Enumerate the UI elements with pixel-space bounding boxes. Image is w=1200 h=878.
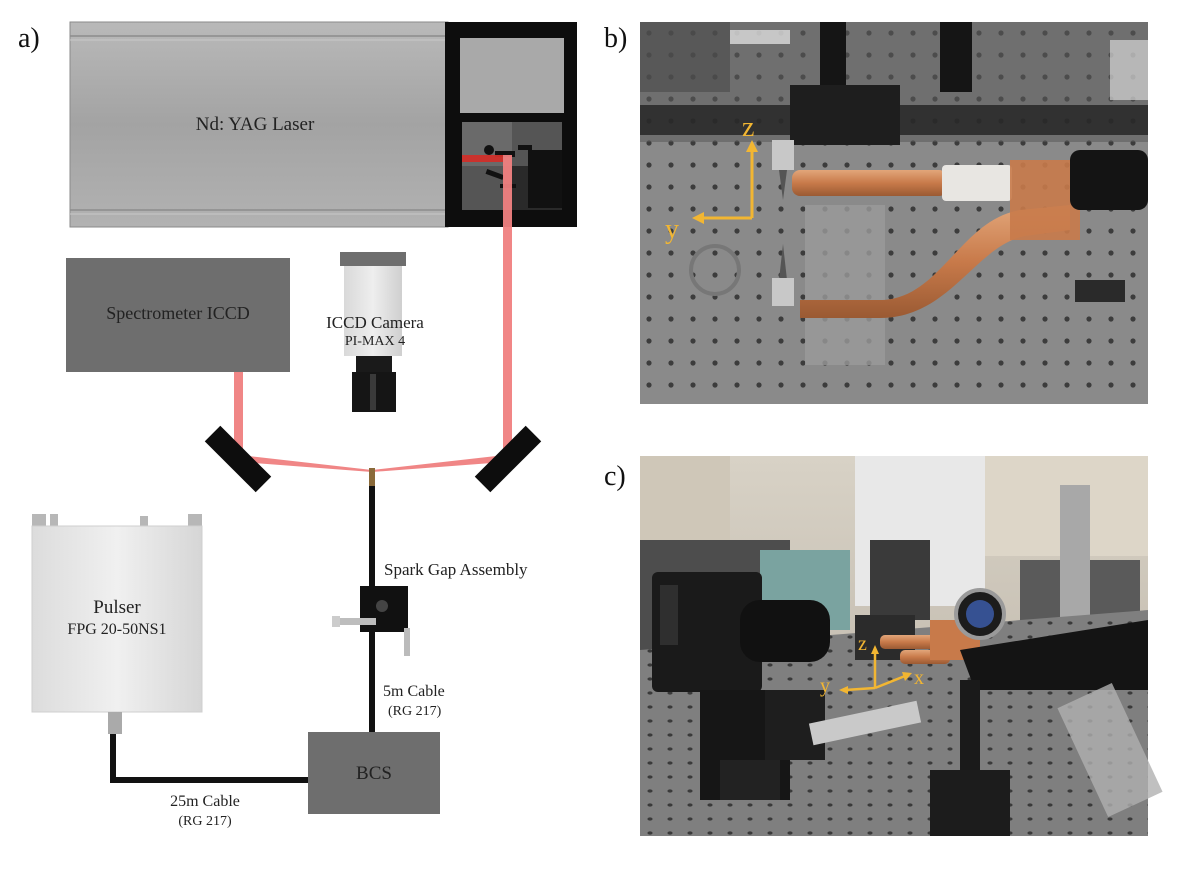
spark-gap-assembly: Spark Gap Assembly: [332, 468, 528, 656]
cable-25m-type: (RG 217): [178, 814, 232, 829]
bcs-label: BCS: [356, 763, 392, 784]
spectrometer-label: Spectrometer ICCD: [106, 303, 249, 323]
camera-model: PI-MAX 4: [345, 334, 405, 349]
photo-c-lab-setup: z y x: [640, 456, 1163, 836]
left-mirror: [204, 425, 272, 493]
cable-5m-label: 5m Cable: [383, 683, 445, 700]
photo-c-axis-x: x: [914, 667, 924, 689]
pulser-model: FPG 20-50NS1: [67, 621, 166, 638]
camera-title: ICCD Camera: [326, 313, 424, 332]
pulser-title: Pulser: [93, 597, 141, 618]
photo-b-spark-gap-top-view: z y: [640, 22, 1148, 404]
cable-25m: [110, 734, 308, 783]
pulser: Pulser FPG 20-50NS1: [31, 514, 203, 734]
photo-c-axis-y: y: [820, 675, 830, 697]
right-mirror: [474, 425, 542, 493]
panel-label-a: a): [18, 23, 40, 54]
laser-label: Nd: YAG Laser: [196, 114, 315, 135]
cable-5m: [369, 632, 375, 734]
photo-b-axis: [692, 140, 758, 224]
spectrometer-iccd: Spectrometer ICCD: [66, 258, 290, 372]
nd-yag-laser: Nd: YAG Laser: [69, 21, 577, 228]
cable-5m-type: (RG 217): [388, 704, 442, 719]
spark-gap-label: Spark Gap Assembly: [384, 560, 528, 579]
photo-c-axis: [839, 645, 912, 694]
photo-b-axis-z: z: [742, 112, 754, 143]
bcs-box: BCS: [308, 732, 440, 814]
laser-beam: [234, 155, 512, 472]
panel-label-b: b): [604, 23, 627, 54]
photo-b-axis-y: y: [665, 214, 679, 245]
iccd-camera: ICCD Camera PI-MAX 4: [326, 252, 424, 412]
photo-c-axis-z: z: [858, 633, 867, 655]
panel-label-c: c): [604, 461, 626, 492]
laser-window: [460, 38, 564, 113]
cable-25m-label: 25m Cable: [170, 793, 240, 810]
